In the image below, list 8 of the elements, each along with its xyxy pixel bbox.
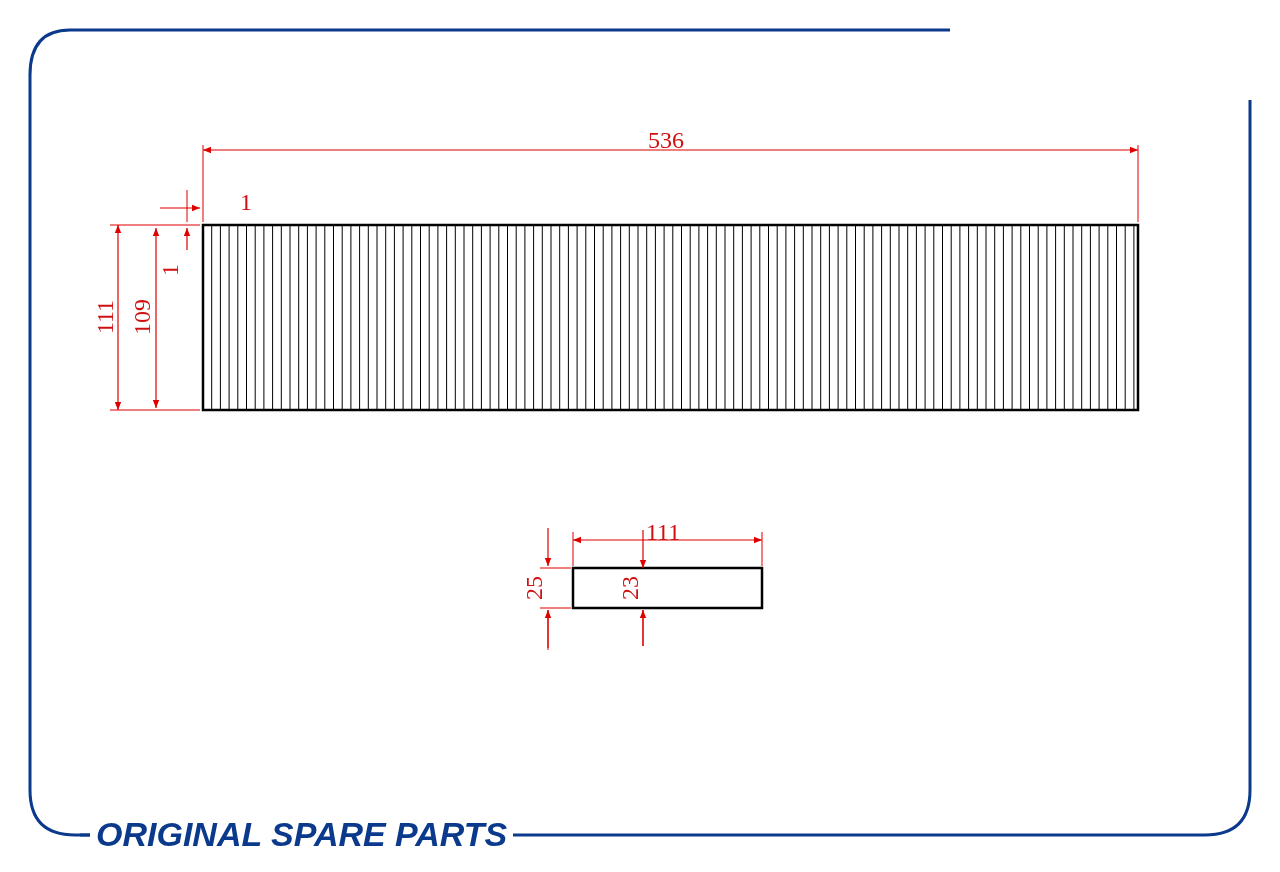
- dimension-label: 1: [158, 264, 182, 276]
- dimension-label: 25: [522, 576, 546, 600]
- dimension-label: 111: [646, 520, 681, 544]
- dimension-label: 109: [130, 299, 154, 335]
- dimension-label: 536: [648, 128, 684, 152]
- dimension-label: 23: [618, 576, 642, 600]
- dimension-label: 111: [93, 299, 118, 335]
- dimension-label: 1: [240, 190, 252, 214]
